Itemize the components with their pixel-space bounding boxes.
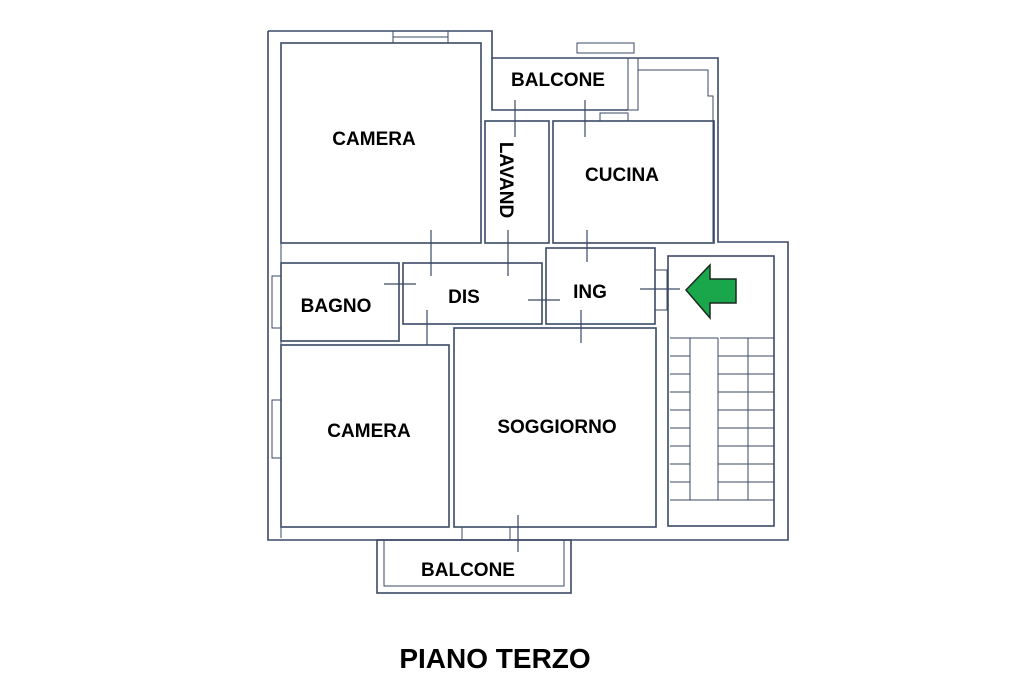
label-bagno: BAGNO (301, 296, 372, 317)
label-cucina: CUCINA (585, 165, 659, 186)
plan-title: PIANO TERZO (399, 643, 590, 674)
label-soggiorno: SOGGIORNO (497, 417, 616, 438)
label-dis: DIS (448, 287, 480, 308)
entrance-door (654, 269, 668, 311)
label-balcone-top: BALCONE (511, 70, 605, 91)
window-bagno (271, 275, 282, 329)
room-lavand (484, 120, 550, 244)
window-cucina (599, 112, 629, 122)
room-soggiorno (453, 327, 657, 528)
label-camera-top: CAMERA (332, 129, 416, 150)
window-camera-bottom (271, 399, 282, 459)
label-lavand: LAVAND (495, 142, 516, 218)
label-camera-bottom: CAMERA (327, 421, 411, 442)
label-ing: ING (573, 282, 607, 303)
room-cucina (552, 120, 715, 244)
window-camera-top (392, 30, 449, 44)
room-camera-top (280, 42, 482, 244)
entrance-arrow-icon (684, 263, 737, 321)
balcony-rail (638, 69, 714, 242)
door-marks (384, 100, 680, 552)
staircase (667, 255, 775, 527)
room-balcone-top (491, 42, 639, 111)
room-dis (402, 262, 543, 325)
room-balcone-bottom (376, 526, 572, 594)
label-balcone-bottom: BALCONE (421, 560, 515, 581)
